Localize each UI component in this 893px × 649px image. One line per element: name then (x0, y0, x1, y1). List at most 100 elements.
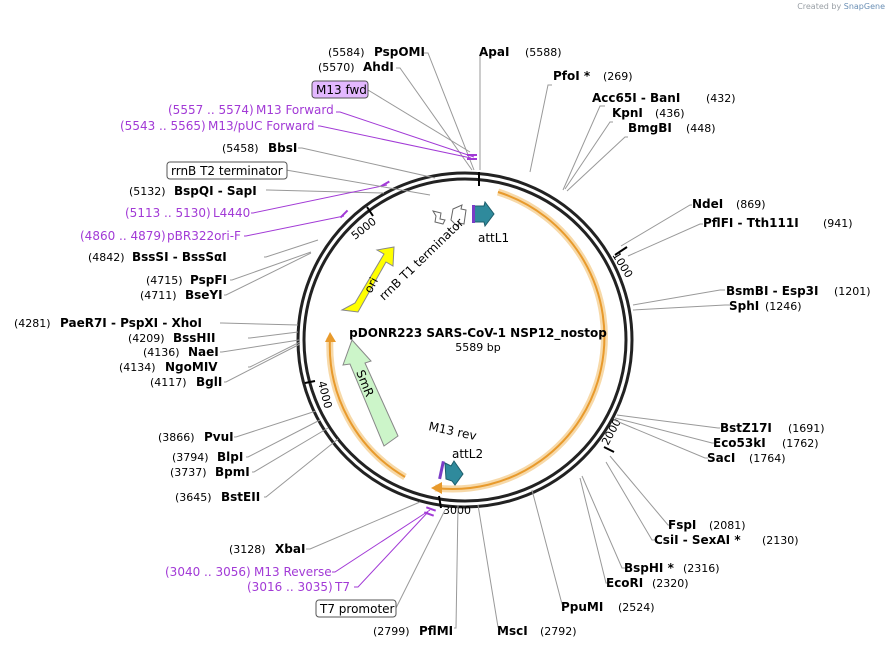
enzyme-bmgbi[interactable]: BmgBI (448) (628, 121, 716, 135)
enzyme-pspfi[interactable]: (4715) PspFI (146, 273, 227, 287)
primer-m13-puc-forward[interactable]: (5543 .. 5565) M13/pUC Forward (120, 119, 315, 133)
enzyme-xbai[interactable]: (3128) XbaI (229, 542, 305, 556)
svg-text:(1691): (1691) (788, 422, 825, 435)
enzyme-ndei[interactable]: NdeI (869) (692, 197, 766, 211)
svg-text:(5132): (5132) (129, 185, 166, 198)
svg-text:MscI: MscI (497, 624, 528, 638)
box-leader-lines (285, 89, 471, 609)
primer-l4440[interactable]: (5113 .. 5130) L4440 (125, 206, 250, 220)
tick-label-3000: 3000 (443, 504, 471, 517)
svg-text:(5458): (5458) (222, 142, 259, 155)
svg-text:(2524): (2524) (618, 601, 655, 614)
svg-text:PpuMI: PpuMI (561, 600, 603, 614)
plasmid-name: pDONR223 SARS-CoV-1 NSP12_nostop (349, 326, 607, 341)
enzyme-bpmi[interactable]: (3737) BpmI (170, 465, 250, 479)
ori-label: ori (361, 275, 381, 295)
enzyme-kpni[interactable]: KpnI (436) (612, 106, 685, 120)
attl2-feature (444, 460, 464, 486)
primer-pbr322ori-f[interactable]: (4860 .. 4879) pBR322ori-F (80, 229, 241, 243)
rrnb-t1-feature-2 (450, 204, 467, 228)
svg-text:BpmI: BpmI (215, 465, 250, 479)
svg-text:BspQI - SapI: BspQI - SapI (174, 184, 257, 198)
svg-text:FspI: FspI (668, 518, 696, 532)
enzyme-pflfi-tth111i[interactable]: PflFI - Tth111I (941) (703, 216, 853, 230)
enzyme-pflmi[interactable]: (2799) PflMI (373, 624, 453, 638)
enzyme-bspqi-sapi[interactable]: (5132) BspQI - SapI (129, 184, 257, 198)
plasmid-size: 5589 bp (455, 341, 500, 354)
enzyme-bsshii[interactable]: (4209) BssHII (128, 331, 215, 345)
arc-cds-right-head (431, 482, 442, 494)
enzyme-bgli[interactable]: (4117) BglI (150, 375, 222, 389)
enzyme-paer7i-pspxi-xhoi[interactable]: (4281) PaeR7I - PspXI - XhoI (14, 316, 202, 330)
enzyme-bsssi[interactable]: (4842) BssSI - BssSαI (88, 250, 227, 264)
enzyme-eco53ki[interactable]: Eco53kI (1762) (713, 436, 819, 450)
svg-text:(3794): (3794) (172, 451, 209, 464)
brand-name: SnapGene (843, 2, 885, 11)
svg-text:(269): (269) (603, 70, 633, 83)
svg-text:(4281): (4281) (14, 317, 51, 330)
svg-text:(4117): (4117) (150, 376, 187, 389)
primer-m13-forward[interactable]: (5557 .. 5574) M13 Forward (168, 103, 334, 117)
svg-text:BssHII: BssHII (173, 331, 215, 345)
svg-text:BspHI *: BspHI * (624, 561, 675, 575)
enzyme-saci[interactable]: SacI (1764) (707, 451, 786, 465)
svg-text:(4136): (4136) (143, 346, 180, 359)
enzyme-msci[interactable]: MscI (2792) (497, 624, 577, 638)
svg-text:(432): (432) (706, 92, 736, 105)
enzyme-ahdi[interactable]: (5570) AhdI (318, 60, 394, 74)
enzyme-ngomiv[interactable]: (4134) NgoMIV (119, 360, 218, 374)
svg-text:(436): (436) (655, 107, 685, 120)
svg-text:BmgBI: BmgBI (628, 121, 672, 135)
svg-text:PspOMI: PspOMI (374, 45, 425, 59)
enzyme-blpi[interactable]: (3794) BlpI (172, 450, 243, 464)
enzyme-acc65i-bani[interactable]: Acc65I - BanI (432) (592, 91, 736, 105)
svg-text:PflFI - Tth111I: PflFI - Tth111I (703, 216, 799, 230)
svg-text:(3737): (3737) (170, 466, 207, 479)
backbone-inner (302, 177, 628, 503)
svg-text:EcoRI: EcoRI (606, 576, 643, 590)
enzyme-pfoi[interactable]: PfoI * (269) (553, 69, 633, 83)
svg-text:rrnB T2 terminator: rrnB T2 terminator (171, 164, 283, 178)
enzyme-bstz17i[interactable]: BstZ17I (1691) (720, 421, 825, 435)
svg-text:(4860 .. 4879): (4860 .. 4879) (80, 229, 166, 243)
svg-text:PaeR7I - PspXI - XhoI: PaeR7I - PspXI - XhoI (60, 316, 202, 330)
svg-text:KpnI: KpnI (612, 106, 643, 120)
svg-text:(3866): (3866) (158, 431, 195, 444)
svg-text:(3016 .. 3035): (3016 .. 3035) (247, 580, 333, 594)
svg-text:BstEII: BstEII (221, 490, 260, 504)
svg-text:(4842): (4842) (88, 251, 125, 264)
enzyme-ecori[interactable]: EcoRI (2320) (606, 576, 689, 590)
enzyme-apai[interactable]: ApaI (5588) (479, 45, 562, 59)
svg-text:CsiI - SexAI *: CsiI - SexAI * (654, 533, 741, 547)
enzyme-sphi[interactable]: SphI (1246) (729, 299, 802, 313)
svg-text:(2081): (2081) (709, 519, 746, 532)
enzyme-bseyi[interactable]: (4711) BseYI (140, 288, 223, 302)
svg-text:PvuI: PvuI (204, 430, 234, 444)
enzyme-bsteii[interactable]: (3645) BstEII (175, 490, 260, 504)
svg-text:(3040 .. 3056): (3040 .. 3056) (165, 565, 251, 579)
enzyme-ppumi[interactable]: PpuMI (2524) (561, 600, 655, 614)
enzyme-fspi[interactable]: FspI (2081) (668, 518, 746, 532)
primer-t7[interactable]: (3016 .. 3035) T7 (247, 580, 350, 594)
svg-text:PspFI: PspFI (190, 273, 227, 287)
svg-text:(5543 .. 5565): (5543 .. 5565) (120, 119, 206, 133)
svg-text:(4711): (4711) (140, 289, 177, 302)
enzyme-pvui[interactable]: (3866) PvuI (158, 430, 234, 444)
enzyme-csii-sexai[interactable]: CsiI - SexAI * (2130) (654, 533, 799, 547)
enzyme-bsphi[interactable]: BspHI * (2316) (624, 561, 720, 575)
enzyme-pspomi[interactable]: (5584) PspOMI (328, 45, 425, 59)
enzyme-bbsi[interactable]: (5458) BbsI (222, 141, 297, 155)
box-rrnb-t2-terminator[interactable]: rrnB T2 terminator (166, 161, 288, 180)
primer-m13-reverse[interactable]: (3040 .. 3056) M13 Reverse (165, 565, 332, 579)
svg-text:(2799): (2799) (373, 625, 410, 638)
box-t7-promoter[interactable]: T7 promoter (315, 599, 397, 618)
svg-text:BlpI: BlpI (217, 450, 243, 464)
svg-text:PflMI: PflMI (419, 624, 453, 638)
svg-text:PfoI *: PfoI * (553, 69, 591, 83)
enzyme-bsmbi-esp3i[interactable]: BsmBI - Esp3I (1201) (726, 284, 871, 298)
enzyme-naei[interactable]: (4136) NaeI (143, 345, 219, 359)
ori-feature (340, 246, 395, 313)
box-m13-fwd[interactable]: M13 fwd (311, 80, 369, 99)
svg-text:L4440: L4440 (213, 206, 250, 220)
